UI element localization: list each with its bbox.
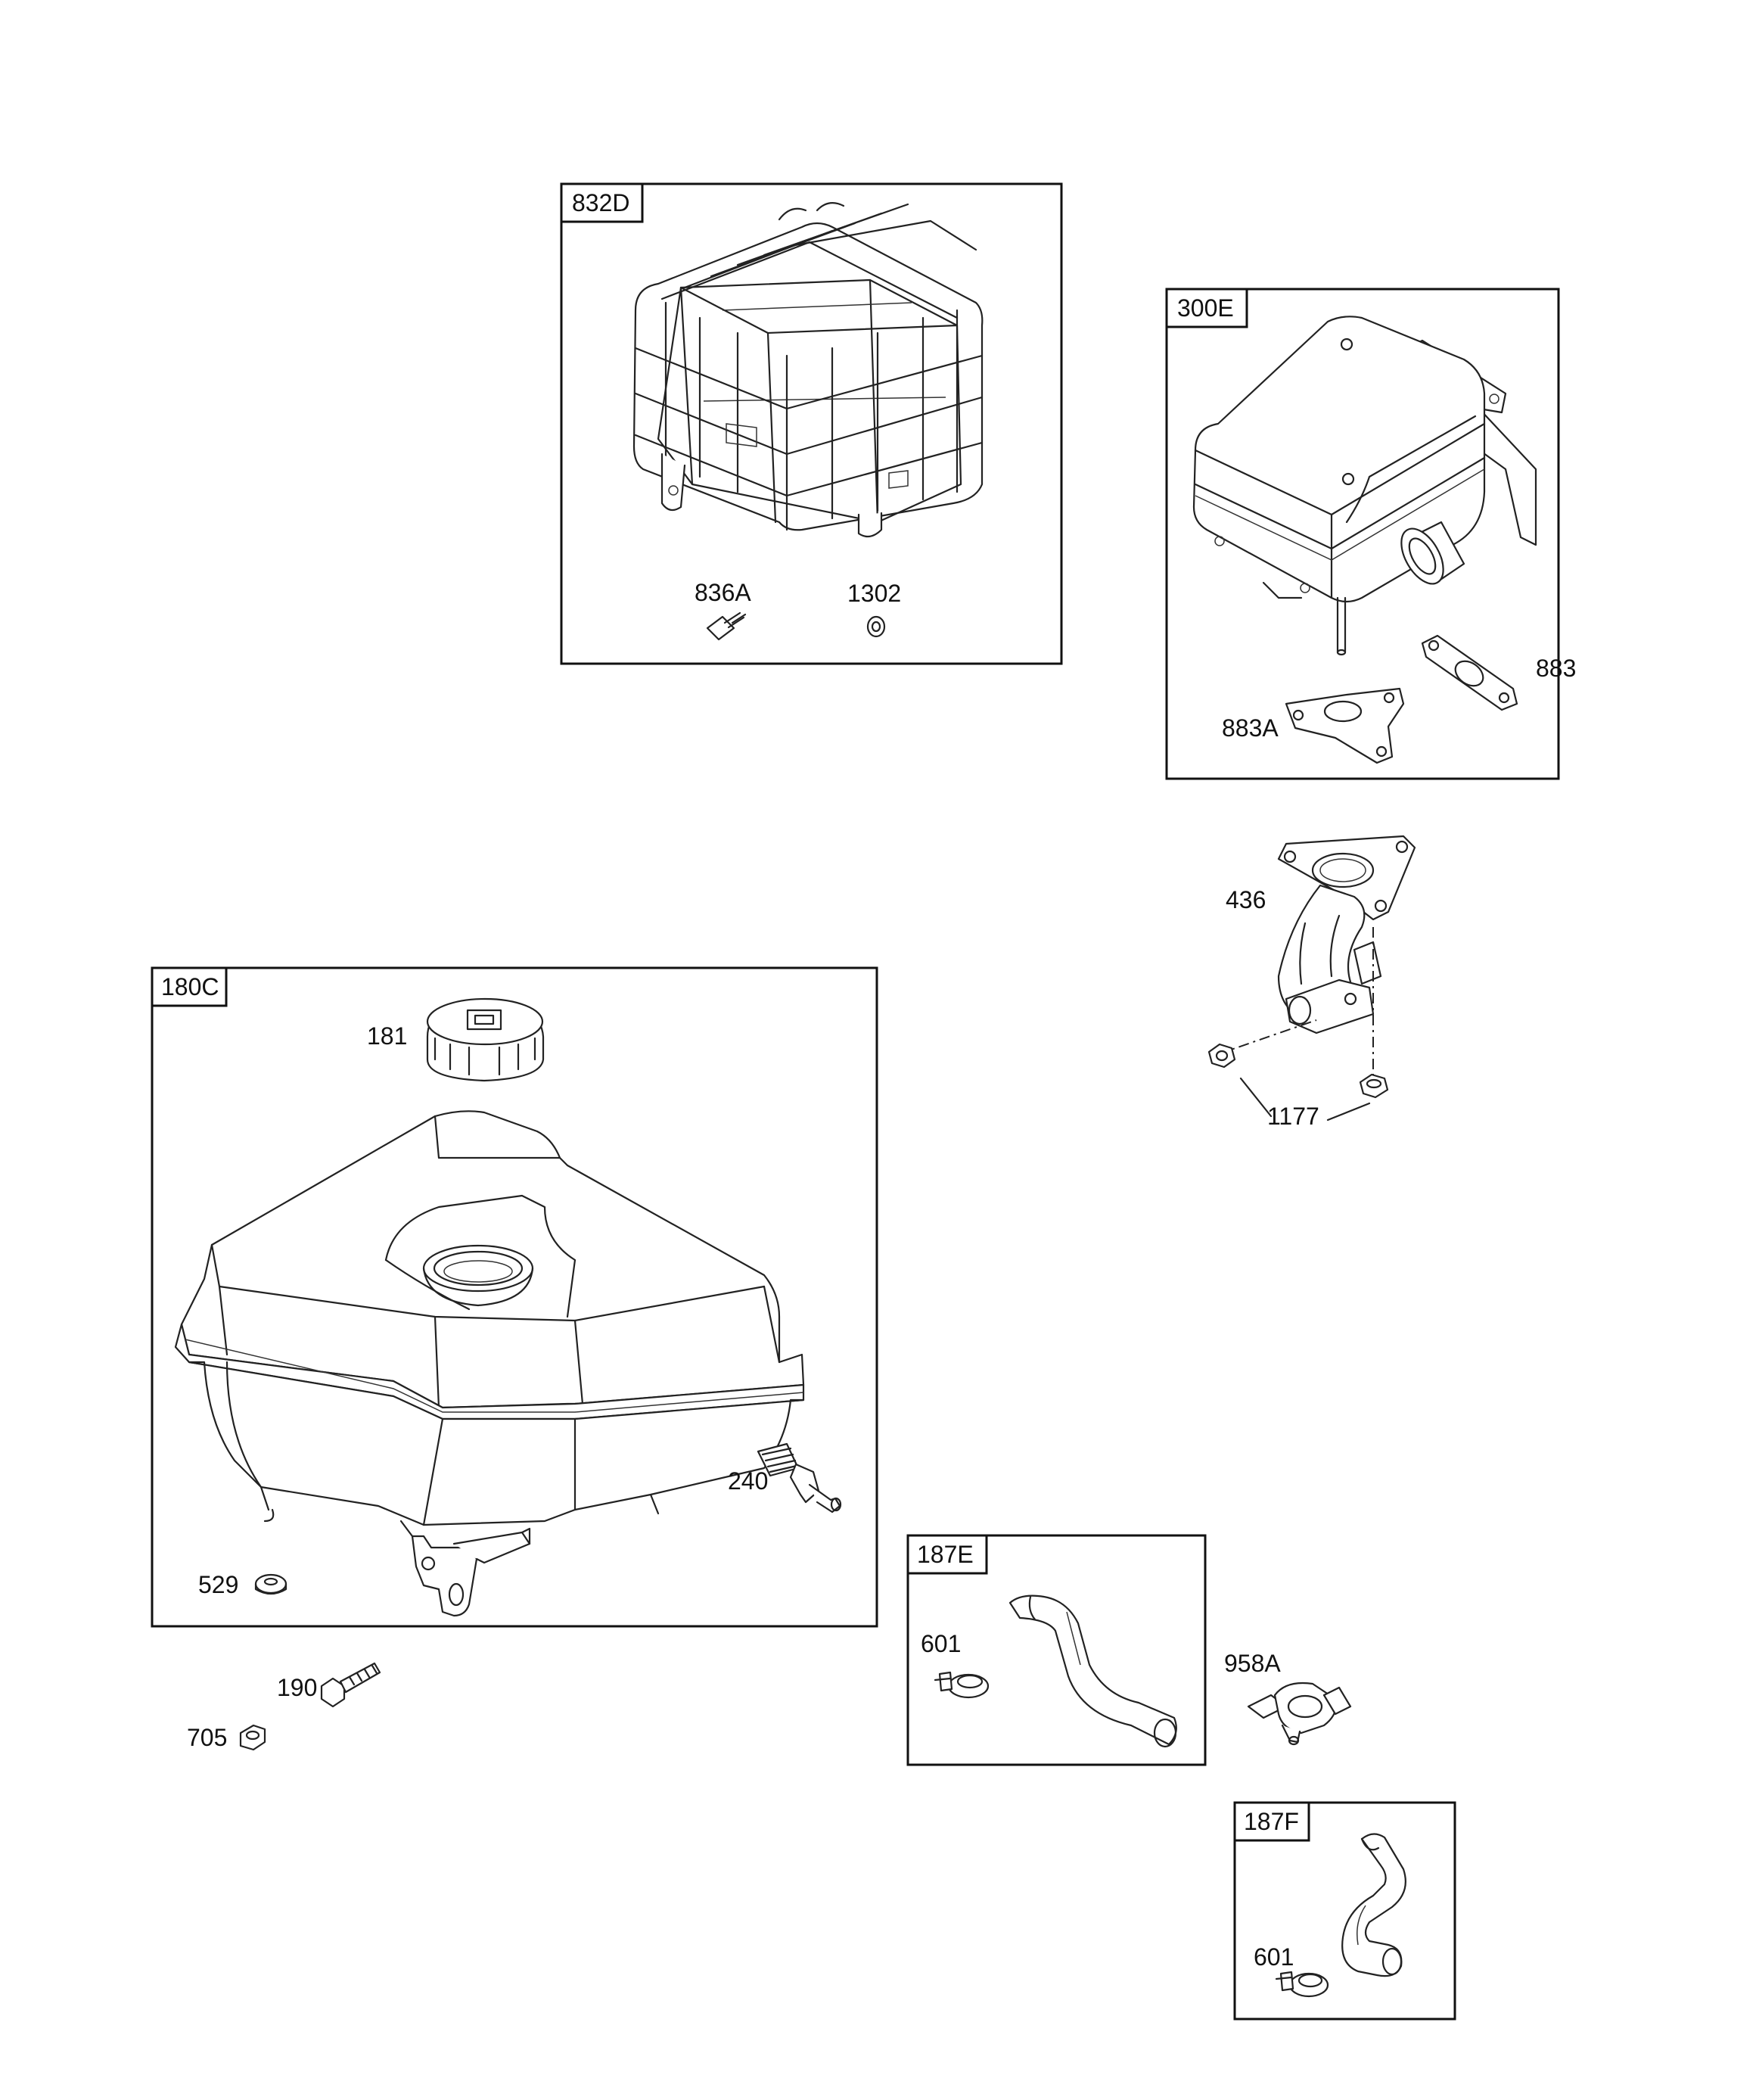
part-label-705: 705 — [187, 1724, 227, 1751]
group-tag-box-300E — [1165, 288, 1248, 328]
group-187E: 187E 601 — [906, 1534, 1207, 1766]
group-tag-180C: 180C — [161, 973, 219, 1000]
bolt-190-icon — [320, 1662, 381, 1708]
group-180C: 180C 181 — [151, 966, 878, 1628]
fuel-shutoff-valve-958A-icon — [1247, 1682, 1352, 1746]
muffler-guard-drawing — [632, 202, 984, 538]
part-label-836A: 836A — [695, 579, 751, 606]
group-tag-box-180C — [151, 966, 228, 1007]
group-tag-832D: 832D — [572, 189, 630, 216]
part-label-601-187F: 601 — [1254, 1943, 1294, 1971]
group-300E: 300E — [1165, 288, 1576, 780]
muffler-drawing — [1192, 316, 1537, 656]
part-label-181: 181 — [367, 1022, 407, 1050]
part-label-240: 240 — [728, 1467, 768, 1495]
group-tag-box-187F — [1233, 1801, 1310, 1842]
grommet-529-icon — [254, 1573, 287, 1595]
group-frame-832D — [560, 182, 1063, 665]
fuel-tank-drawing — [174, 1110, 805, 1617]
leader-1177-a — [1239, 1077, 1273, 1118]
fuel-hose-187F-drawing — [1341, 1833, 1406, 1977]
part-label-529: 529 — [198, 1571, 238, 1598]
nut-1177-right-icon — [1359, 1073, 1389, 1099]
group-tag-300E: 300E — [1177, 294, 1234, 322]
part-label-1177: 1177 — [1267, 1103, 1319, 1130]
hose-clamp-601-icon — [934, 1671, 990, 1699]
part-label-190: 190 — [277, 1674, 317, 1701]
exhaust-elbow-436-drawing — [1277, 835, 1416, 1034]
part-label-436: 436 — [1226, 886, 1266, 913]
washer-1302-icon — [866, 615, 886, 638]
part-label-1302: 1302 — [847, 580, 901, 607]
bolt-836A-icon — [706, 611, 747, 641]
group-frame-187F — [1233, 1801, 1456, 2021]
part-label-601-187E: 601 — [921, 1630, 961, 1657]
fuel-valve-240-icon — [757, 1442, 842, 1514]
group-187F: 187F 601 — [1233, 1801, 1456, 2021]
nut-1177-left-icon — [1207, 1043, 1236, 1069]
group-tag-box-832D — [560, 182, 644, 223]
fuel-cap-181-icon — [426, 997, 545, 1082]
nut-705-icon — [239, 1724, 266, 1751]
part-label-958A: 958A — [1224, 1650, 1281, 1677]
part-label-883: 883 — [1536, 655, 1576, 682]
group-tag-187F: 187F — [1244, 1808, 1299, 1835]
part-label-883A: 883A — [1222, 714, 1279, 742]
leader-1177-b — [1326, 1102, 1371, 1122]
gasket-883-icon — [1421, 634, 1518, 711]
assembly-line-1 — [1217, 1019, 1317, 1055]
group-frame-180C — [151, 966, 878, 1628]
group-832D: 832D — [560, 182, 1063, 665]
fuel-hose-187E-drawing — [1008, 1594, 1177, 1748]
gasket-883A-icon — [1285, 687, 1405, 764]
group-tag-box-187E — [906, 1534, 988, 1575]
group-frame-300E — [1165, 288, 1560, 780]
group-frame-187E — [906, 1534, 1207, 1766]
hose-clamp-601-icon — [1275, 1971, 1329, 1998]
group-tag-187E: 187E — [917, 1541, 974, 1568]
